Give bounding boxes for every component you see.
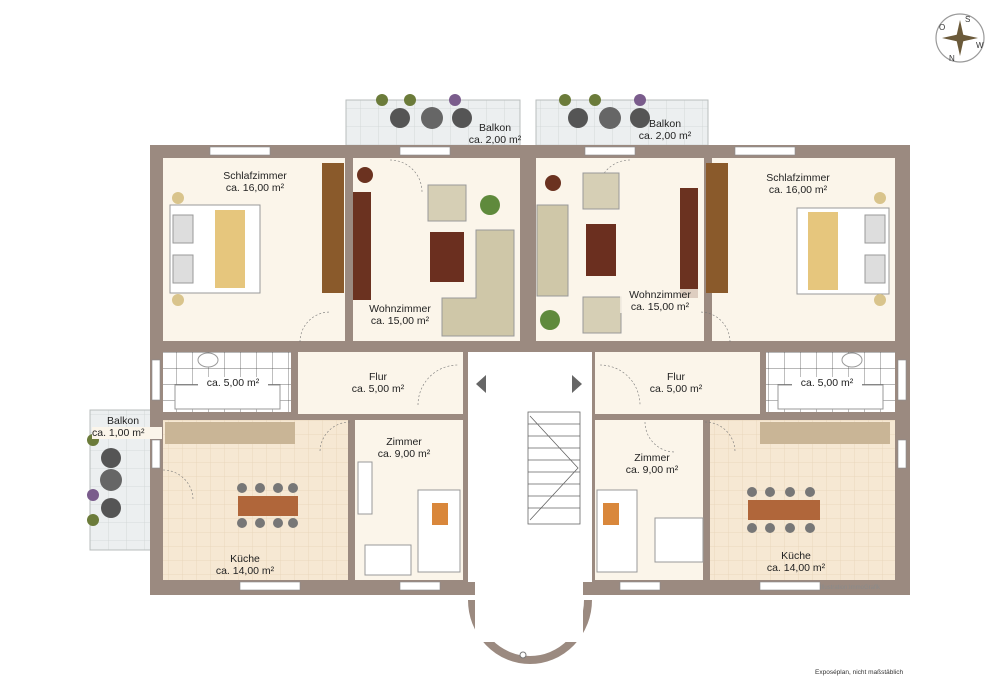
room-name: Wohnzimmer bbox=[369, 303, 431, 315]
compass-letter-n: N bbox=[949, 54, 955, 63]
room-area: ca. 14,00 m² bbox=[215, 565, 275, 577]
bed-right bbox=[796, 192, 890, 306]
room-label-flur-right: Flur ca. 5,00 m² bbox=[636, 371, 716, 395]
door-swings bbox=[162, 159, 736, 501]
room-label-balkon-side: Balkon ca. 1,00 m² bbox=[92, 415, 162, 439]
room-name: Flur bbox=[666, 371, 686, 383]
room-label-bad-right: ca. 5,00 m² bbox=[792, 377, 862, 389]
illustration-credit: Illustration:ImmoGrafik bbox=[820, 585, 881, 591]
room-label-schlafzimmer-right: Schlafzimmer ca. 16,00 m² bbox=[748, 172, 848, 196]
room-name: Wohnzimmer bbox=[629, 289, 691, 301]
room-label-bad-left: ca. 5,00 m² bbox=[198, 377, 268, 389]
stairwell-floor bbox=[468, 352, 592, 582]
room-area: ca. 2,00 m² bbox=[468, 134, 522, 146]
room-label-schlafzimmer-left: Schlafzimmer ca. 16,00 m² bbox=[205, 170, 305, 194]
arrow-right-icon bbox=[572, 375, 582, 393]
windows bbox=[151, 146, 907, 591]
living-left-furniture bbox=[357, 167, 515, 337]
room-label-kueche-left: Küche ca. 14,00 m² bbox=[205, 553, 285, 577]
room-name: Balkon bbox=[107, 415, 140, 427]
kitchen-left-fixtures bbox=[165, 422, 298, 528]
room-label-balkon-top-right: Balkon ca. 2,00 m² bbox=[630, 118, 700, 142]
balcony-top-left bbox=[345, 94, 521, 153]
compass-rose-icon: S O N W bbox=[935, 13, 985, 63]
compass-letter-w: W bbox=[976, 41, 984, 50]
room-area: ca. 16,00 m² bbox=[768, 184, 828, 196]
wardrobe-right bbox=[706, 163, 728, 293]
room-area: ca. 16,00 m² bbox=[225, 182, 285, 194]
room-label-wohnzimmer-left: Wohnzimmer ca. 15,00 m² bbox=[360, 303, 440, 327]
arrow-left-icon bbox=[476, 375, 486, 393]
room-area: ca. 9,00 m² bbox=[625, 464, 679, 476]
compass-letter-s: S bbox=[965, 15, 970, 24]
room-area: ca. 9,00 m² bbox=[377, 448, 431, 460]
kitchen-right-fixtures bbox=[747, 422, 890, 533]
zimmer-left-furniture bbox=[357, 461, 461, 576]
room-area: ca. 5,00 m² bbox=[351, 383, 405, 395]
room-area: ca. 14,00 m² bbox=[766, 562, 826, 574]
flur-right-floor bbox=[595, 352, 760, 414]
zimmer-right-furniture bbox=[596, 489, 704, 573]
room-name: Küche bbox=[781, 550, 811, 562]
flur-left-floor bbox=[298, 352, 463, 414]
room-name: Balkon bbox=[478, 122, 512, 134]
room-area: ca. 5,00 m² bbox=[649, 383, 703, 395]
room-label-flur-left: Flur ca. 5,00 m² bbox=[338, 371, 418, 395]
room-name: Zimmer bbox=[386, 436, 422, 448]
wardrobe-left bbox=[322, 163, 371, 300]
room-label-balkon-top-left: Balkon ca. 2,00 m² bbox=[460, 122, 530, 146]
room-name: Balkon bbox=[648, 118, 682, 130]
room-area: ca. 2,00 m² bbox=[638, 130, 692, 142]
entrance-floor bbox=[475, 582, 583, 642]
living-right-furniture bbox=[536, 172, 698, 334]
room-label-zimmer-right: Zimmer ca. 9,00 m² bbox=[612, 452, 692, 476]
room-area: ca. 1,00 m² bbox=[92, 427, 162, 439]
room-name: Schlafzimmer bbox=[766, 172, 830, 184]
room-label-zimmer-left: Zimmer ca. 9,00 m² bbox=[364, 436, 444, 460]
room-area: ca. 15,00 m² bbox=[630, 301, 690, 313]
plan-footnote: Exposéplan, nicht maßstäblich bbox=[815, 669, 904, 676]
room-area: ca. 5,00 m² bbox=[800, 377, 854, 389]
room-area: ca. 5,00 m² bbox=[206, 377, 260, 389]
room-name: Flur bbox=[368, 371, 388, 383]
room-label-kueche-right: Küche ca. 14,00 m² bbox=[756, 550, 836, 574]
room-name: Schlafzimmer bbox=[223, 170, 287, 182]
bed-left bbox=[169, 192, 261, 306]
balcony-top-right bbox=[535, 94, 709, 153]
staircase bbox=[527, 411, 581, 525]
room-name: Zimmer bbox=[634, 452, 670, 464]
room-label-wohnzimmer-right: Wohnzimmer ca. 15,00 m² bbox=[620, 289, 700, 313]
room-area: ca. 15,00 m² bbox=[370, 315, 430, 327]
room-name: Küche bbox=[230, 553, 260, 565]
compass-letter-o: O bbox=[939, 23, 945, 32]
